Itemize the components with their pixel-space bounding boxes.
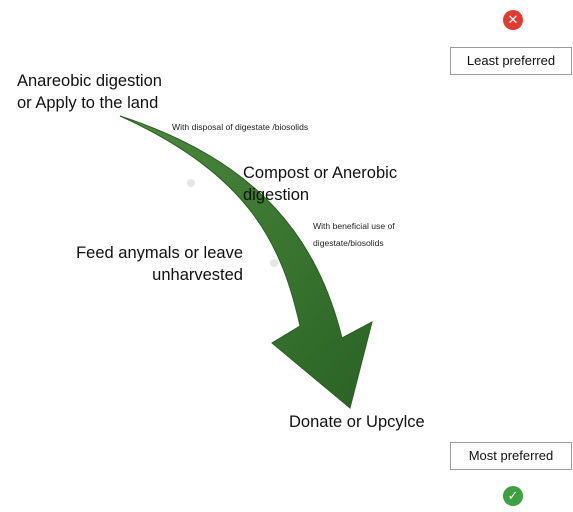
level-1-note: With disposal of digestate /biosolids <box>172 122 309 132</box>
level-4-title: Donate or Upcylce <box>289 413 425 431</box>
level-2-title: Compost or Anerobic digestion <box>243 164 398 204</box>
level-1-title: Anareobic digestion or Apply to the land <box>17 72 162 112</box>
arrow-marker-dot-2 <box>269 258 279 268</box>
curved-arrow <box>119 115 373 409</box>
level-2-note: With beneficial use of digestate/biosoli… <box>313 221 395 248</box>
check-icon: ✓ <box>503 486 523 506</box>
level-3-title: Feed anymals or leave unharvested <box>76 244 243 284</box>
arrow-marker-dot-1 <box>186 178 196 188</box>
most-preferred-label: Most preferred <box>450 442 572 470</box>
close-icon: ✕ <box>503 10 523 30</box>
least-preferred-label: Least preferred <box>450 47 572 75</box>
